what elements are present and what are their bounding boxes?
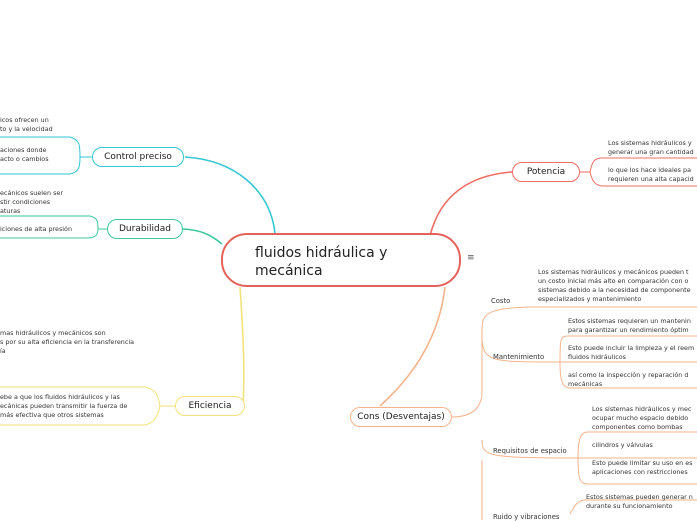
connector-durabilidad (182, 228, 223, 245)
cons-mantenimiento-text-2: Esto puede incluir la limpieza y el reem… (568, 344, 695, 361)
connector-potencia-sub (580, 157, 697, 187)
connector-durabilidad-sub (0, 215, 107, 239)
cons-requisitos-text-1: Los sistemas hidráulicos y mec ocupar mu… (592, 405, 692, 431)
cons-costo-text: Los sistemas hidráulicos y mecánicos pue… (538, 268, 691, 303)
node-eficiencia-label: Eficiencia (188, 401, 232, 411)
node-cons-label: Cons (Desventajas) (357, 412, 445, 422)
durabilidad-text-1: ecánicos suelen ser stir condiciones atu… (0, 189, 63, 215)
cons-mantenimiento-label[interactable]: Mantenimiento (493, 353, 545, 361)
node-potencia[interactable]: Potencia (512, 162, 580, 182)
central-topic[interactable]: fluidos hidráulica y mecánica (221, 233, 461, 287)
durabilidad-text-2: iciones de alta presión (0, 225, 73, 233)
control-preciso-text-2: aciones donde acto o cambios (0, 146, 49, 163)
connector-ruido-sub (569, 499, 697, 515)
connector-control-sub (0, 136, 92, 175)
cons-requisitos-text-3: Esto puede limitar su uso en es aplicaci… (592, 459, 693, 476)
connector-control-preciso (184, 156, 276, 234)
connector-eficiencia-sub (0, 386, 175, 426)
cons-ruido-text-1: Estos sistemas pueden generar n durante … (586, 493, 693, 510)
cons-requisitos-label[interactable]: Requisitos de espacio (493, 447, 567, 455)
cons-mantenimiento-text-1: Estos sistemas requieren un mantenin par… (568, 317, 691, 334)
connector-eficiencia (239, 286, 245, 407)
control-preciso-text-1: icos ofrecen un to y la velocidad (0, 116, 53, 133)
cons-requisitos-text-2: cilindros y válvulas (592, 441, 653, 449)
connector-potencia (429, 171, 513, 237)
eficiencia-text-2: ebe a que los fluidos hidráulicos y las … (0, 393, 128, 419)
node-eficiencia[interactable]: Eficiencia (175, 396, 245, 416)
node-potencia-label: Potencia (526, 167, 566, 177)
node-cons[interactable]: Cons (Desventajas) (350, 407, 452, 427)
node-durabilidad-label: Durabilidad (118, 224, 171, 234)
connector-mantenimiento-sub (548, 335, 697, 389)
node-control-preciso[interactable]: Control preciso (92, 147, 184, 167)
cons-mantenimiento-text-3: así como la inspección y reparación d me… (568, 371, 689, 388)
node-durabilidad[interactable]: Durabilidad (107, 219, 183, 239)
connector-cons (379, 286, 446, 407)
potencia-text-2: lo que los hace ideales pa requieren una… (608, 166, 694, 183)
connector-requisitos-sub (568, 431, 697, 485)
cons-ruido-label[interactable]: Ruido y vibraciones (493, 513, 560, 521)
central-topic-title: fluidos hidráulica y mecánica (255, 245, 388, 279)
connector-cons-sub (451, 306, 697, 520)
menu-icon[interactable]: ≡ (467, 253, 475, 263)
node-control-preciso-label: Control preciso (104, 152, 172, 162)
eficiencia-text-1: mas hidráulicos y mecánicos son s por su… (0, 329, 135, 355)
potencia-text-1: Los sistemas hidráulicos y generar una g… (608, 139, 694, 156)
cons-costo-label[interactable]: Costo (491, 297, 511, 305)
